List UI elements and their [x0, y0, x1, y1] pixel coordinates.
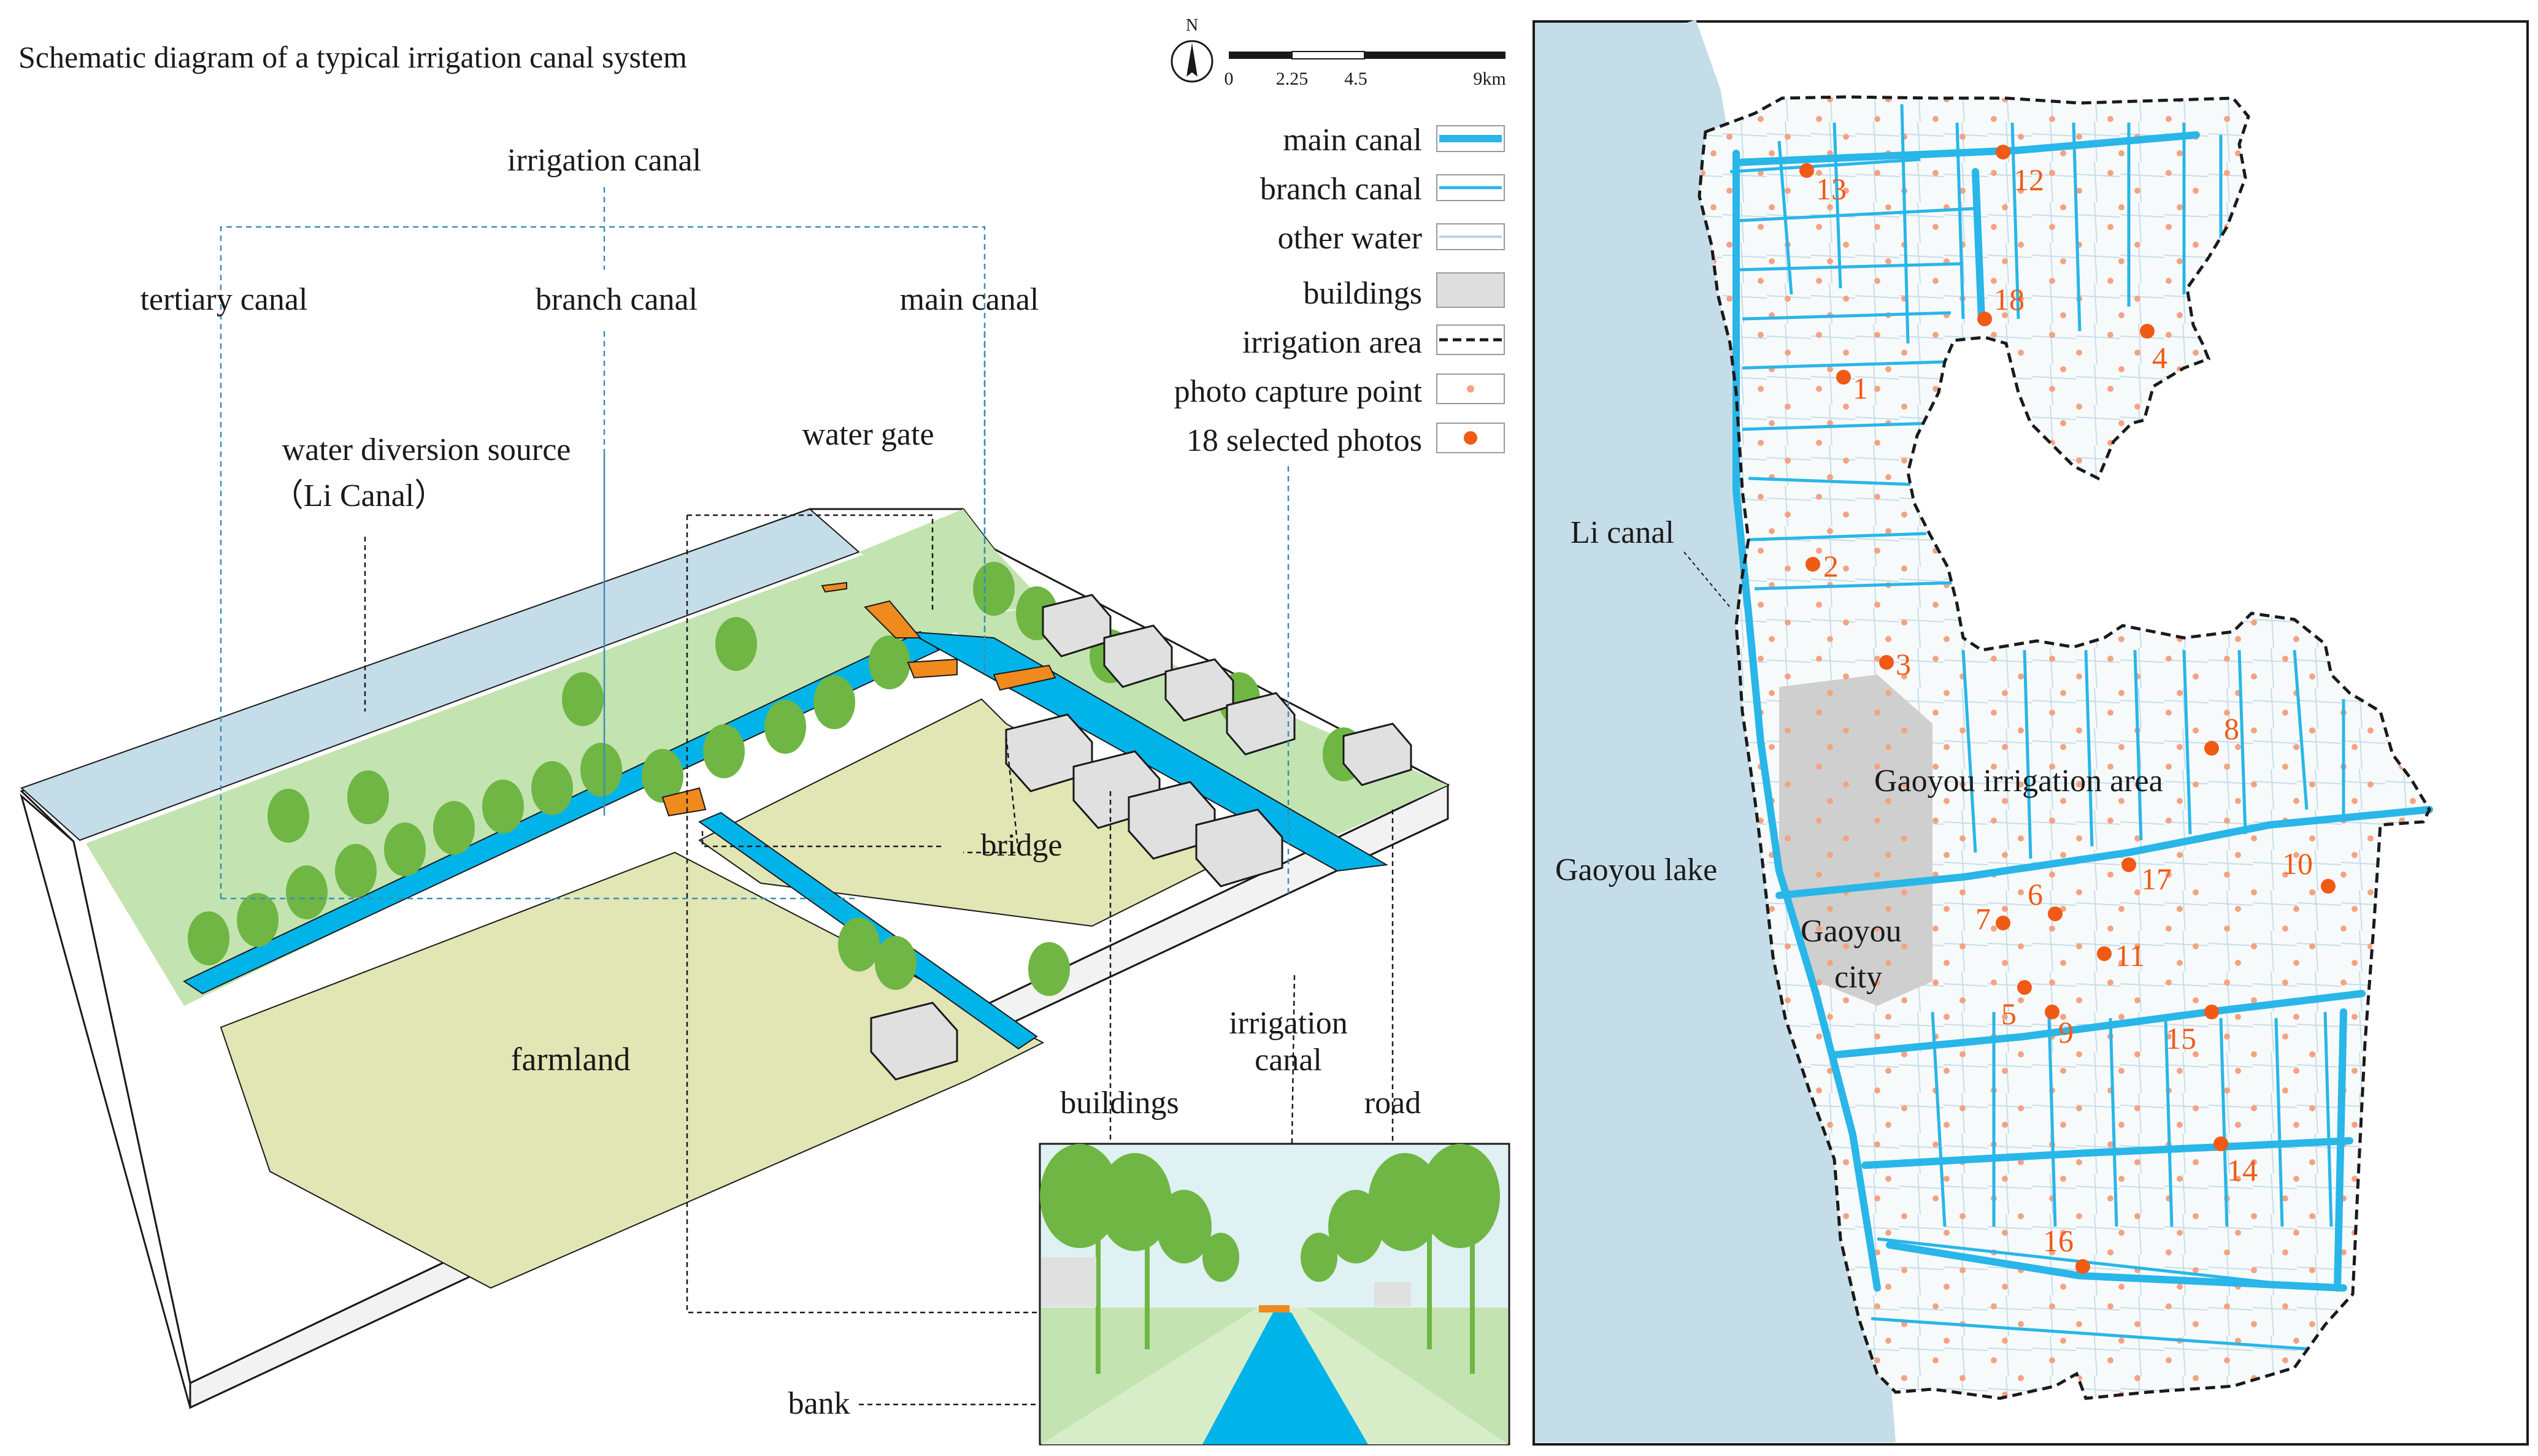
- photo-point-symbol: [1467, 385, 1474, 393]
- label-irrigation-canal-2: canal: [1255, 1043, 1322, 1078]
- label-farmland: farmland: [511, 1041, 631, 1078]
- label-bank: bank: [788, 1386, 850, 1421]
- label-bridge: bridge: [981, 828, 1063, 863]
- label-branch-canal: branch canal: [536, 282, 698, 317]
- map-panel: 1 2 3 4 5 6 7 8 9 10 11 12 13 14 15 16 1…: [1532, 19, 2529, 1446]
- photo-label-10: 10: [2282, 846, 2313, 881]
- farmland-left: [220, 851, 1045, 1289]
- legend-label-irrigation-area: irrigation area: [1242, 325, 1422, 360]
- main-canals: [1732, 131, 2433, 1292]
- gaoyou-lake: [1535, 23, 1896, 1443]
- selected-photo-points: [1799, 145, 2336, 1274]
- scale-tick-1: 2.25: [1276, 69, 1309, 89]
- legend-label-buildings: buildings: [1303, 276, 1422, 311]
- place-gaoyou-lake: Gaoyou lake: [1555, 853, 1717, 887]
- place-li-canal: Li canal: [1571, 515, 1674, 550]
- place-city-line1: Gaoyou: [1801, 914, 1902, 949]
- label-road: road: [1364, 1086, 1421, 1121]
- legend-label-branch-canal: branch canal: [1260, 172, 1422, 207]
- photo-label-5: 5: [2001, 997, 2017, 1031]
- legend-label-photo-point: photo capture point: [1174, 374, 1423, 409]
- photo-label-11: 11: [2115, 938, 2145, 973]
- photo-label-14: 14: [2227, 1153, 2258, 1187]
- photo-label-12: 12: [2013, 163, 2044, 197]
- branch-canals: [1729, 104, 2345, 1351]
- photo-label-1: 1: [1853, 371, 1868, 405]
- irrigation-area-boundary: [1698, 95, 2431, 1400]
- legend-label-other-water: other water: [1278, 221, 1422, 256]
- scale-tick-3: 9km: [1473, 69, 1505, 89]
- label-irrigation-canal-1: irrigation: [1229, 1006, 1348, 1041]
- legend-label-main-canal: main canal: [1283, 123, 1422, 158]
- schematic-diagram: Schematic diagram of a typical irrigatio…: [18, 40, 1510, 1446]
- photo-label-9: 9: [2058, 1015, 2074, 1049]
- irrigation-canal-bracket: [220, 187, 1290, 900]
- scale-tick-0: 0: [1225, 69, 1234, 89]
- photo-label-3: 3: [1896, 647, 1911, 681]
- scale-tick-2: 4.5: [1344, 69, 1367, 89]
- north-label: N: [1186, 16, 1198, 35]
- perspective-inset: [1039, 1143, 1510, 1446]
- label-water-gate: water gate: [802, 417, 934, 452]
- photo-number-labels: 1 2 3 4 5 6 7 8 9 10 11 12 13 14 15 16 1…: [1816, 163, 2313, 1258]
- label-water-source: water diversion source: [282, 432, 571, 467]
- label-irrigation-canal: irrigation canal: [507, 143, 701, 178]
- buildings-symbol: [1436, 272, 1505, 308]
- selected-photo-symbol: [1464, 431, 1477, 445]
- photo-label-7: 7: [1975, 902, 1991, 936]
- photo-label-13: 13: [1816, 172, 1847, 206]
- photo-label-6: 6: [2028, 877, 2043, 911]
- label-li-canal-paren: （Li Canal）: [272, 478, 447, 513]
- label-tertiary-canal: tertiary canal: [140, 282, 308, 317]
- map-legend: main canal branch canal other water buil…: [1174, 123, 1505, 458]
- photo-label-4: 4: [2152, 340, 2167, 375]
- photo-label-16: 16: [2043, 1224, 2074, 1258]
- photo-label-8: 8: [2224, 711, 2239, 746]
- callout-lines: [364, 514, 1394, 1406]
- place-irrigation-area: Gaoyou irrigation area: [1874, 764, 2163, 799]
- photo-label-15: 15: [2166, 1021, 2196, 1056]
- branch-canal-water: [182, 630, 940, 995]
- buildings-cluster: [870, 594, 1412, 1081]
- label-main-canal: main canal: [900, 282, 1039, 317]
- water-gates: [661, 581, 1056, 817]
- diagram-title: Schematic diagram of a typical irrigatio…: [18, 40, 687, 74]
- scale-bar: N 0 2.25 4.5 9km: [1171, 16, 1506, 89]
- bank-strip-right: [933, 607, 1448, 840]
- place-city-line2: city: [1834, 960, 1882, 995]
- label-buildings: buildings: [1060, 1086, 1179, 1121]
- photo-label-17: 17: [2141, 862, 2172, 896]
- photo-label-18: 18: [1994, 282, 2025, 316]
- legend-label-selected-photos: 18 selected photos: [1186, 423, 1422, 458]
- photo-label-2: 2: [1823, 549, 1839, 583]
